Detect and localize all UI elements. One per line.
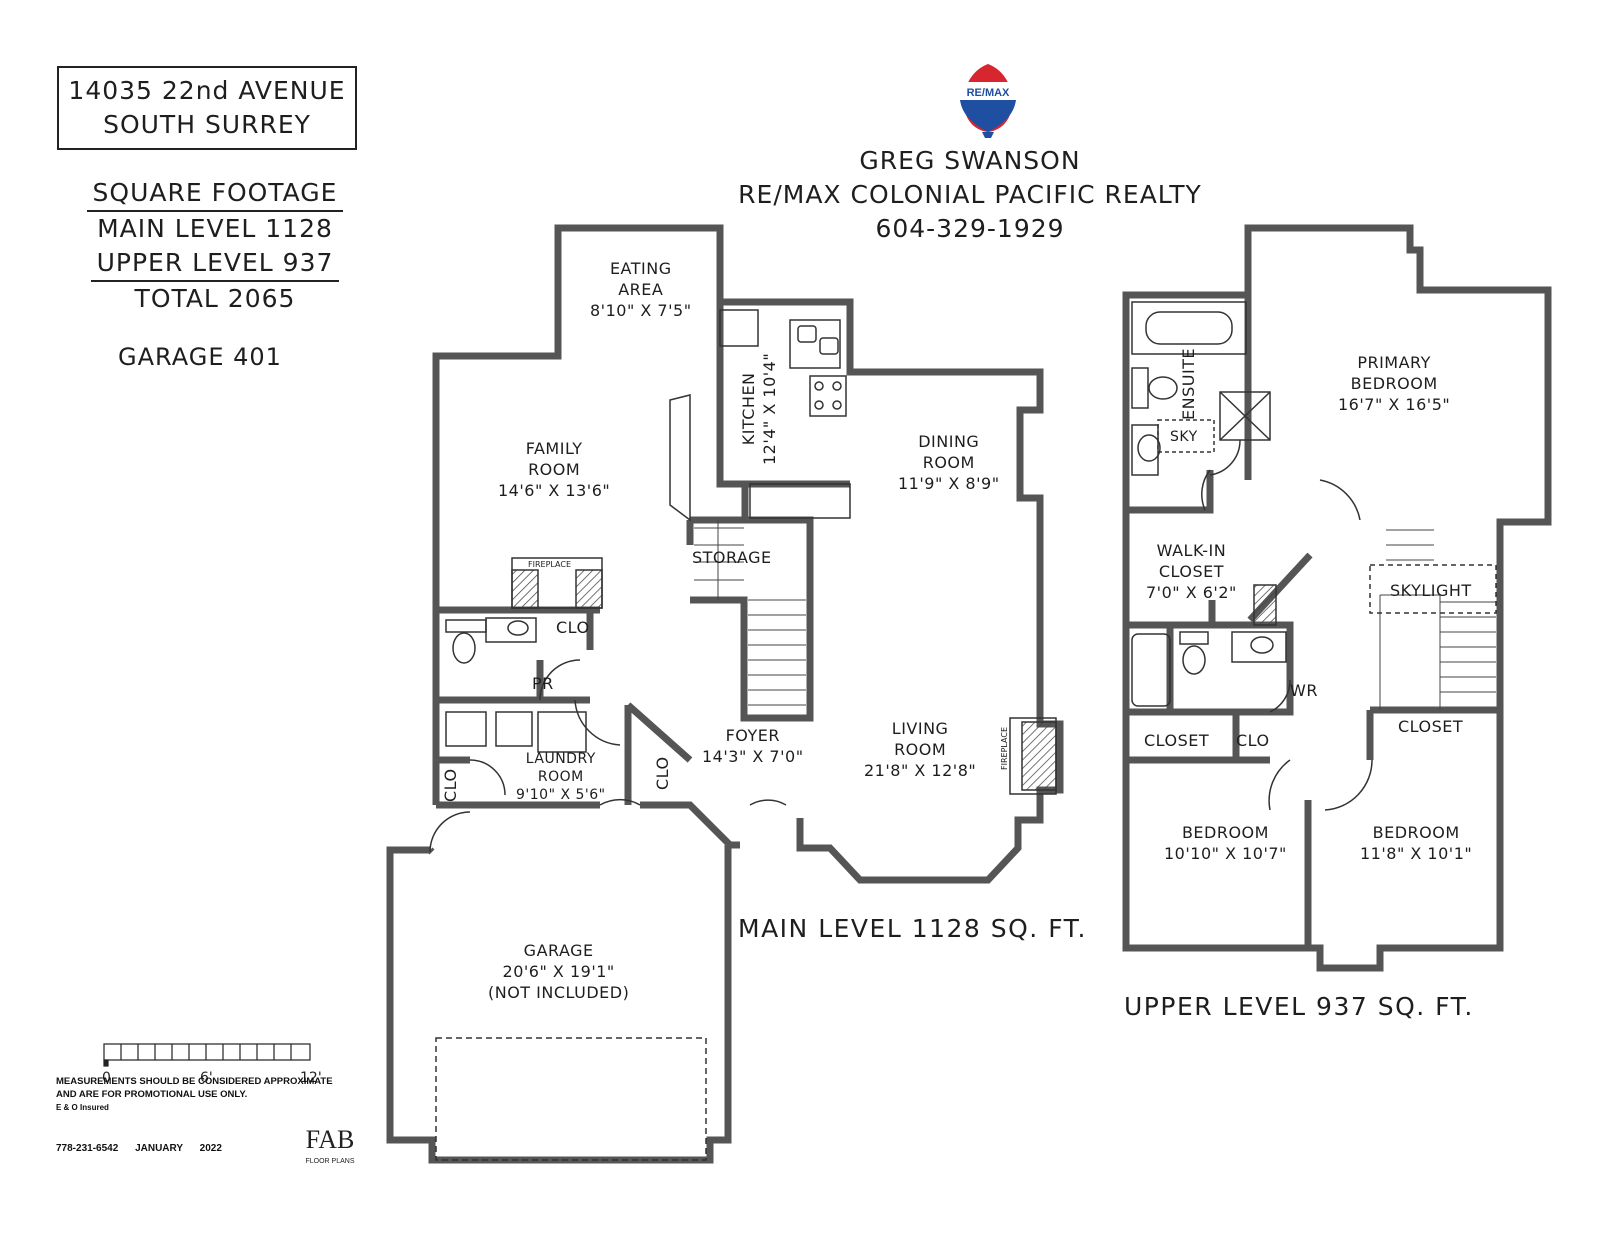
sqft-main: MAIN LEVEL 1128 (97, 214, 333, 243)
insured-note: E & O Insured (56, 1103, 109, 1112)
sqft-title: SQUARE FOOTAGE (86, 176, 344, 212)
address-box: 14035 22nd AVENUE SOUTH SURREY (57, 66, 357, 150)
room-label-closet-pr: CLO (556, 618, 590, 637)
address-line-1: 14035 22nd AVENUE (68, 76, 346, 105)
scale-label-6: 6' (200, 1070, 213, 1086)
room-label-ensuite: ENSUITE (1179, 347, 1198, 420)
upper-level-fixtures (1131, 301, 1497, 811)
square-footage-summary: SQUARE FOOTAGE MAIN LEVEL 1128 UPPER LEV… (70, 176, 360, 316)
scale-label-12: 12' (300, 1070, 322, 1086)
room-label-storage: STORAGE (692, 548, 772, 567)
agent-brokerage: RE/MAX COLONIAL PACIFIC REALTY (738, 180, 1202, 209)
remax-balloon-logo: RE/MAX (960, 64, 1016, 138)
main-level-fixtures (429, 309, 1057, 1161)
remax-logo-text: RE/MAX (967, 87, 1010, 99)
agent-phone: 604-329-1929 (875, 214, 1065, 243)
svg-text:FLOOR PLANS: FLOOR PLANS (305, 1158, 354, 1165)
fireplace-label-living: FIREPLACE (1000, 726, 1009, 770)
scale-bar (103, 1043, 311, 1067)
fab-floor-plans-logo: FAB FLOOR PLANS (305, 1125, 354, 1165)
footer-date: JANUARY 2022 (135, 1143, 222, 1154)
room-label-closet-laundry: CLO (441, 768, 460, 802)
room-label-sky: SKY (1170, 429, 1198, 445)
footer-phone: 778-231-6542 (56, 1143, 119, 1154)
disclaimer: MEASUREMENTS SHOULD BE CONSIDERED APPROX… (56, 1075, 376, 1114)
scale-label-0: 0 (102, 1070, 111, 1086)
footer-contact: 778-231-6542 JANUARY 2022 (56, 1143, 222, 1154)
room-label-closet-bedroom1: CLOSET (1144, 731, 1210, 750)
main-level-walls (386, 224, 1064, 1164)
svg-text:FAB: FAB (306, 1125, 355, 1154)
room-label-powder-room: PR (532, 674, 554, 693)
main-level-title: MAIN LEVEL 1128 SQ. FT. (738, 914, 1087, 943)
sqft-upper: UPPER LEVEL 937 (90, 246, 340, 282)
room-label-closet-hall: CLO (1236, 731, 1270, 750)
room-label-closet-foyer: CLO (653, 756, 672, 790)
room-label-washroom: WR (1290, 681, 1318, 700)
address-line-2: SOUTH SURREY (103, 110, 311, 139)
sqft-total: TOTAL 2065 (134, 284, 296, 313)
room-label-closet-bedroom2: CLOSET (1398, 717, 1464, 736)
agent-info: GREG SWANSON RE/MAX COLONIAL PACIFIC REA… (690, 144, 1250, 246)
room-label-skylight: SKYLIGHT (1390, 581, 1472, 600)
agent-name: GREG SWANSON (859, 146, 1081, 175)
upper-level-title: UPPER LEVEL 937 SQ. FT. (1124, 992, 1474, 1021)
fireplace-label-family: FIREPLACE (528, 560, 572, 569)
sqft-garage: GARAGE 401 (118, 343, 282, 371)
